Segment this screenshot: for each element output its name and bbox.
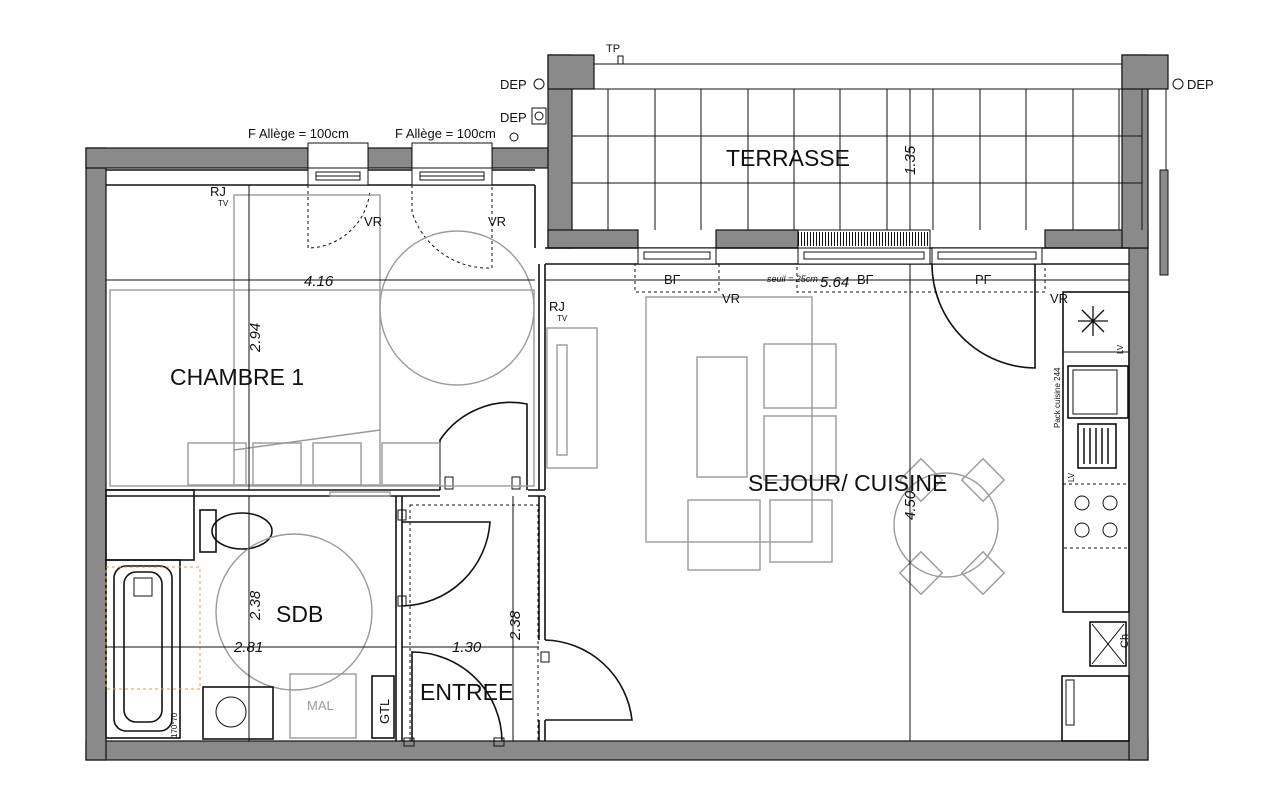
dim-sdb-depth: 2.38 (247, 590, 264, 621)
walls (85, 54, 1169, 761)
gtl-label: GTL (377, 699, 392, 724)
seuil-label: seuil = 25cm (767, 274, 818, 284)
room-label-chambre: CHAMBRE 1 (170, 364, 304, 390)
dimension-lines (106, 89, 1129, 741)
lv-label: LV (1067, 472, 1076, 482)
vr-label: VR (364, 214, 382, 229)
room-label-sdb: SDB (276, 601, 323, 627)
tp-label: TP (606, 43, 620, 55)
terrace-tiles (572, 63, 1169, 276)
dep-label: DEP (1187, 77, 1214, 92)
lv-label: LV (1116, 344, 1125, 354)
window-label-right: F Allège = 100cm (395, 126, 496, 141)
text-labels: CHAMBRE 1 SEJOUR/ CUISINE SDB ENTREE TER… (170, 43, 1214, 738)
dep-markers (509, 55, 1184, 142)
dim-sdb-width: 2.81 (233, 639, 263, 656)
dim-entree-width: 1.30 (452, 639, 482, 656)
bf-label: BF (664, 272, 681, 287)
asterisk-icon (1078, 306, 1108, 336)
ch-label: Ch (1119, 634, 1131, 648)
dim-terrasse-depth: 1.35 (902, 145, 919, 175)
furniture (105, 194, 1130, 742)
bf-label: BF (857, 272, 874, 287)
vr-label: VR (722, 291, 740, 306)
rj-label: RJ (210, 184, 226, 199)
doors (307, 185, 1036, 747)
vr-label: VR (488, 214, 506, 229)
pack-cuisine-label: Pack cuisine 244 (1053, 367, 1062, 428)
dim-chambre-depth: 2.94 (247, 323, 264, 353)
dep-label: DEP (500, 110, 527, 125)
windows (307, 142, 1046, 293)
bath-size-label: 170*70 (170, 712, 179, 738)
mal-label: MAL (307, 698, 334, 713)
room-label-terrasse: TERRASSE (726, 145, 850, 171)
pf-label: PF (975, 272, 992, 287)
vr-label: VR (1050, 291, 1068, 306)
room-label-sejour: SEJOUR/ CUISINE (748, 470, 947, 496)
tv-label: TV (218, 199, 229, 208)
tv-label: TV (557, 314, 568, 323)
dep-label: DEP (500, 77, 527, 92)
dim-entree-depth: 2.38 (507, 610, 524, 641)
dim-chambre-width: 4.16 (304, 273, 334, 290)
room-label-entree: ENTREE (420, 679, 513, 705)
dim-sejour-depth: 4.50 (902, 490, 919, 520)
rj-label: RJ (549, 299, 565, 314)
dim-sejour-width: 5.64 (820, 274, 849, 291)
window-label-left: F Allège = 100cm (248, 126, 349, 141)
